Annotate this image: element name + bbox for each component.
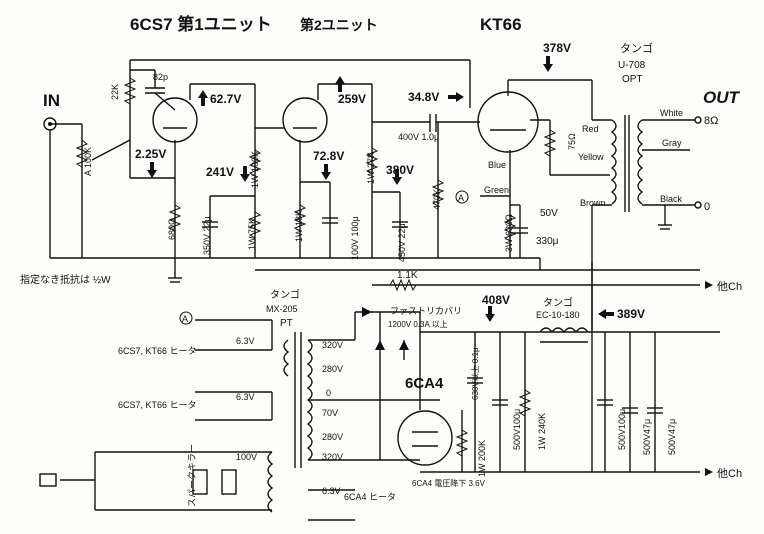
tap-280b: 280V bbox=[322, 432, 343, 442]
ps-out-voltage: 408V bbox=[482, 293, 510, 307]
tap-red: Red bbox=[582, 124, 599, 134]
tube-kt66 bbox=[477, 91, 539, 153]
tap-green: Green bbox=[484, 185, 509, 195]
c-22u-350: 350V 22μ bbox=[202, 216, 212, 255]
c-100u-500a: 500V100μ bbox=[512, 409, 522, 450]
label-unit2: 第2ユニット bbox=[300, 17, 378, 33]
tap-100v: 100V bbox=[236, 452, 257, 462]
node-a-kt66 bbox=[455, 190, 469, 204]
label-kt66: KT66 bbox=[480, 15, 522, 34]
v1-plate-voltage: 62.7V bbox=[210, 92, 241, 106]
tap-brown: Brown bbox=[580, 198, 606, 208]
fast-recovery-note: ファストリカバリ bbox=[390, 306, 462, 316]
choke-model: EC-10-180 bbox=[536, 310, 580, 320]
node-a-label-bottom: A bbox=[182, 314, 188, 324]
r-240k: 1W 240K bbox=[537, 413, 547, 450]
ground-symbols bbox=[168, 224, 672, 283]
r-470k: 470K bbox=[432, 189, 442, 210]
c-100u-500b: 500V100μ bbox=[617, 409, 627, 450]
r-18k: 1W 18K bbox=[294, 210, 304, 242]
r-100k: 1W 100K bbox=[250, 151, 260, 188]
tube-6cs7-2 bbox=[282, 97, 328, 143]
c-coupling: 400V 1.0μ bbox=[398, 132, 439, 142]
tap-8ohm: 8Ω bbox=[704, 115, 718, 127]
r-620: 3W 620Ω bbox=[504, 214, 514, 252]
kt66-cathode-voltage: 50V bbox=[540, 208, 558, 219]
tap-6v3-1: 6.3V bbox=[236, 336, 255, 346]
tap-320b: 320V bbox=[322, 452, 343, 462]
wiring bbox=[39, 59, 720, 521]
rect-heater-label: 6CA4 ヒータ bbox=[344, 492, 396, 502]
spark-killer-note: スパークキラー bbox=[187, 444, 197, 507]
c-100u: 100V 100μ bbox=[350, 216, 360, 260]
tap-6v3-3: 6.3V bbox=[322, 486, 341, 496]
v1-cathode-voltage: 2.25V bbox=[135, 147, 166, 161]
label-6cs7-unit1: 6CS7 第1ユニット bbox=[130, 14, 272, 34]
v2-cathode-voltage: 72.8V bbox=[313, 149, 344, 163]
c-330u: 330μ bbox=[536, 236, 559, 247]
c-22u-450: 450V 22μ bbox=[397, 223, 407, 262]
other-ch-bottom: 他Ch bbox=[717, 467, 742, 480]
choke-out-voltage: 389V bbox=[617, 307, 645, 321]
tap-6v3-2: 6.3V bbox=[236, 392, 255, 402]
tap-280a: 280V bbox=[322, 364, 343, 374]
diode-spec-note: 1200V 0.3A 以上 bbox=[388, 320, 448, 329]
tap-blue: Blue bbox=[488, 160, 506, 170]
tap-white: White bbox=[660, 108, 683, 118]
c-82p: 82p bbox=[153, 72, 168, 82]
c-47u-a: 500V47μ bbox=[642, 419, 652, 455]
v2-plate-voltage: 259V bbox=[338, 92, 366, 106]
c-47u-b: 500V47μ bbox=[667, 419, 677, 455]
label-in: IN bbox=[43, 91, 60, 110]
tap-black: Black bbox=[660, 194, 683, 204]
kt66-screen-voltage: 378V bbox=[543, 41, 571, 55]
r-22k: 22K bbox=[110, 84, 120, 100]
heater-label-1: 6CS7, KT66 ヒータ bbox=[118, 346, 197, 356]
v1-supply-voltage: 241V bbox=[206, 165, 234, 179]
pt-model: MX-205 bbox=[266, 304, 298, 314]
node-a-label-top: A bbox=[458, 193, 464, 203]
tap-320a: 320V bbox=[322, 340, 343, 350]
tap-yellow: Yellow bbox=[578, 152, 604, 162]
r-75ohm: 75Ω bbox=[567, 133, 577, 150]
heater-label-2: 6CS7, KT66 ヒータ bbox=[118, 400, 197, 410]
r-1k1: 1.1K bbox=[397, 270, 418, 281]
pt-label: PT bbox=[280, 318, 293, 329]
c-01u: 630V以上 0.1μ bbox=[471, 347, 480, 400]
tap-zero: 0 bbox=[704, 201, 710, 213]
pt-maker: タンゴ bbox=[270, 288, 300, 301]
v2-supply-voltage: 380V bbox=[386, 163, 414, 177]
tap-70: 70V bbox=[322, 408, 338, 418]
r-680: 680Ω bbox=[167, 218, 177, 240]
r-200k: 1W 200K bbox=[477, 440, 487, 477]
label-6ca4: 6CA4 bbox=[405, 375, 444, 392]
kt66-grid-voltage: 34.8V bbox=[408, 90, 439, 104]
opt-maker: タンゴ bbox=[620, 41, 653, 55]
r-27k: 1W 27K bbox=[366, 152, 376, 184]
opt-model: U-708 bbox=[618, 60, 646, 71]
node-a-psu bbox=[179, 311, 193, 325]
vol-100k: A 100K bbox=[83, 147, 93, 176]
tap-gray: Gray bbox=[662, 138, 682, 148]
label-out: OUT bbox=[703, 88, 741, 107]
opt-label: OPT bbox=[622, 74, 643, 85]
other-ch-top: 他Ch bbox=[717, 280, 742, 293]
voltage-arrows bbox=[147, 56, 713, 476]
voltage-drop-note: 6CA4 電圧降下 3.6V bbox=[412, 478, 486, 488]
tube-6cs7-1 bbox=[152, 97, 198, 143]
tap-zero-secondary: 0 bbox=[326, 388, 331, 398]
r-75k: 1W 75K bbox=[247, 218, 257, 250]
resistor-note: 指定なき抵抗は ½W bbox=[20, 273, 111, 286]
choke-maker: タンゴ bbox=[543, 296, 573, 309]
